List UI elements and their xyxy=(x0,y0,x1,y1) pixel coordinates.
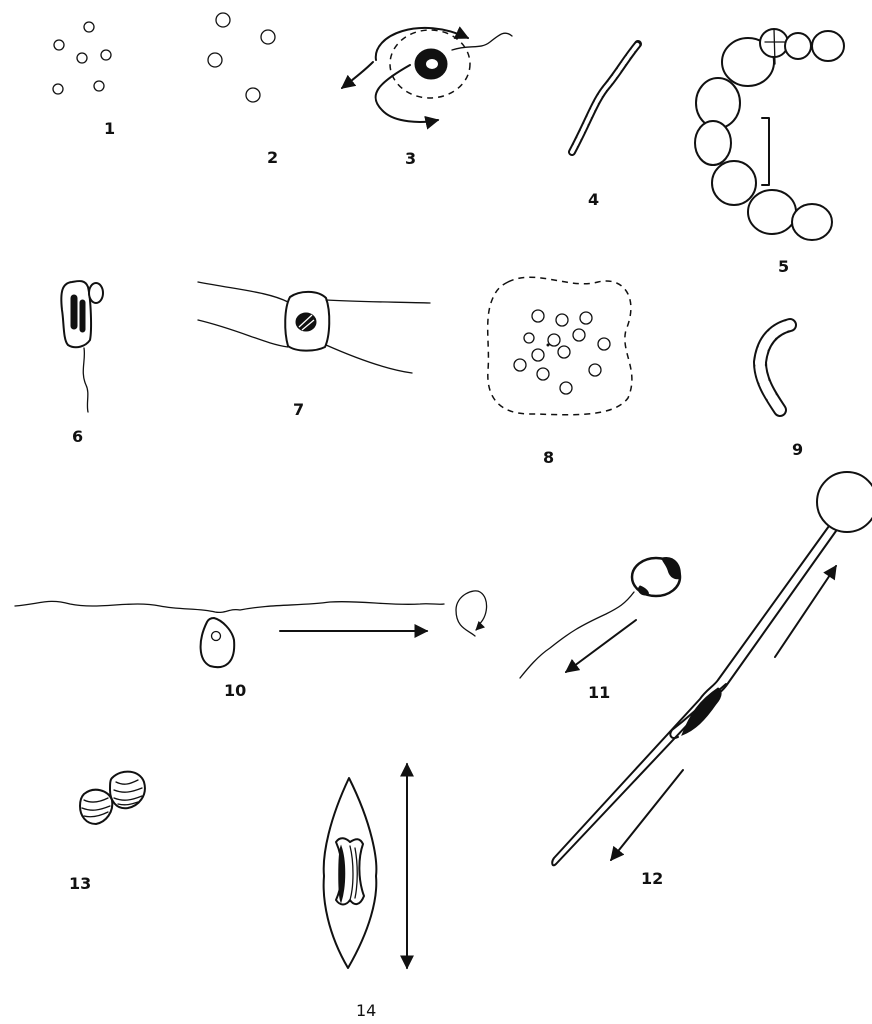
drawing-14 xyxy=(324,778,377,968)
drawing-3 xyxy=(342,28,512,122)
label-14: 14 xyxy=(356,1001,376,1020)
arrow-icon xyxy=(611,566,836,860)
label-6: 6 xyxy=(72,427,83,446)
label-1: 1 xyxy=(104,119,115,138)
drawing-4 xyxy=(572,44,638,152)
drawing-13 xyxy=(80,772,145,824)
label-5: 5 xyxy=(778,257,789,276)
label-7: 7 xyxy=(293,400,304,419)
label-12: 12 xyxy=(641,869,663,888)
drawing-9 xyxy=(760,325,790,410)
drawing-11 xyxy=(520,558,680,678)
label-13: 13 xyxy=(69,874,91,893)
label-4: 4 xyxy=(588,190,599,209)
label-8: 8 xyxy=(543,448,554,467)
drawing-1 xyxy=(53,22,111,94)
label-11: 11 xyxy=(588,683,610,702)
drawing-6 xyxy=(61,281,103,412)
label-9: 9 xyxy=(792,440,803,459)
label-2: 2 xyxy=(267,148,278,167)
drawing-2 xyxy=(208,13,275,102)
arrow-icon xyxy=(280,625,481,631)
label-10: 10 xyxy=(224,681,246,700)
drawing-8 xyxy=(488,277,632,415)
label-3: 3 xyxy=(405,149,416,168)
arrow-icon xyxy=(566,620,636,672)
drawing-7 xyxy=(198,282,430,373)
drawing-10 xyxy=(15,591,487,667)
scale-bar-icon xyxy=(762,118,769,185)
drawing-12 xyxy=(552,472,872,865)
